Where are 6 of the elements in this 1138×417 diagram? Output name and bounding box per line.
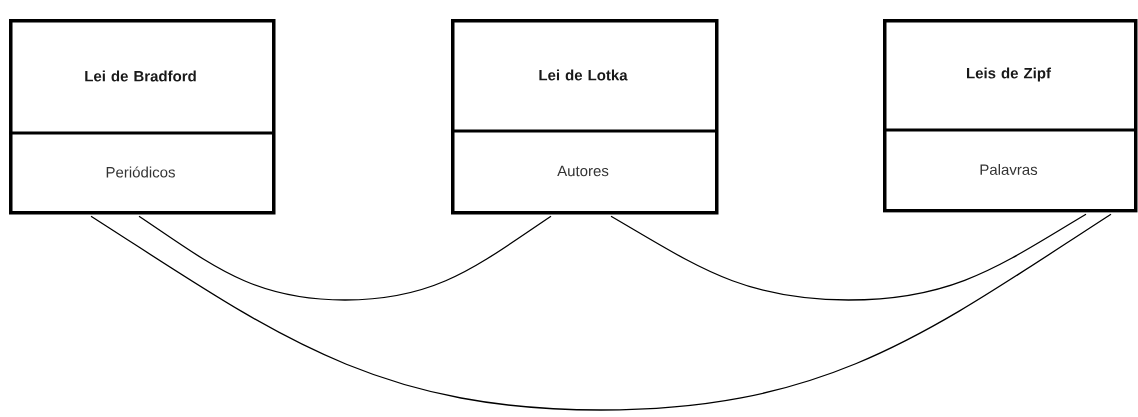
law-box: Lei de Bradford Periódicos bbox=[9, 19, 276, 215]
connector-curve bbox=[610, 213, 1087, 301]
law-box: Lei de Lotka Autores bbox=[451, 19, 719, 215]
connector-curve bbox=[138, 215, 552, 301]
connector-curve bbox=[90, 213, 1112, 411]
law-box: Leis de Zipf Palavras bbox=[883, 19, 1138, 213]
